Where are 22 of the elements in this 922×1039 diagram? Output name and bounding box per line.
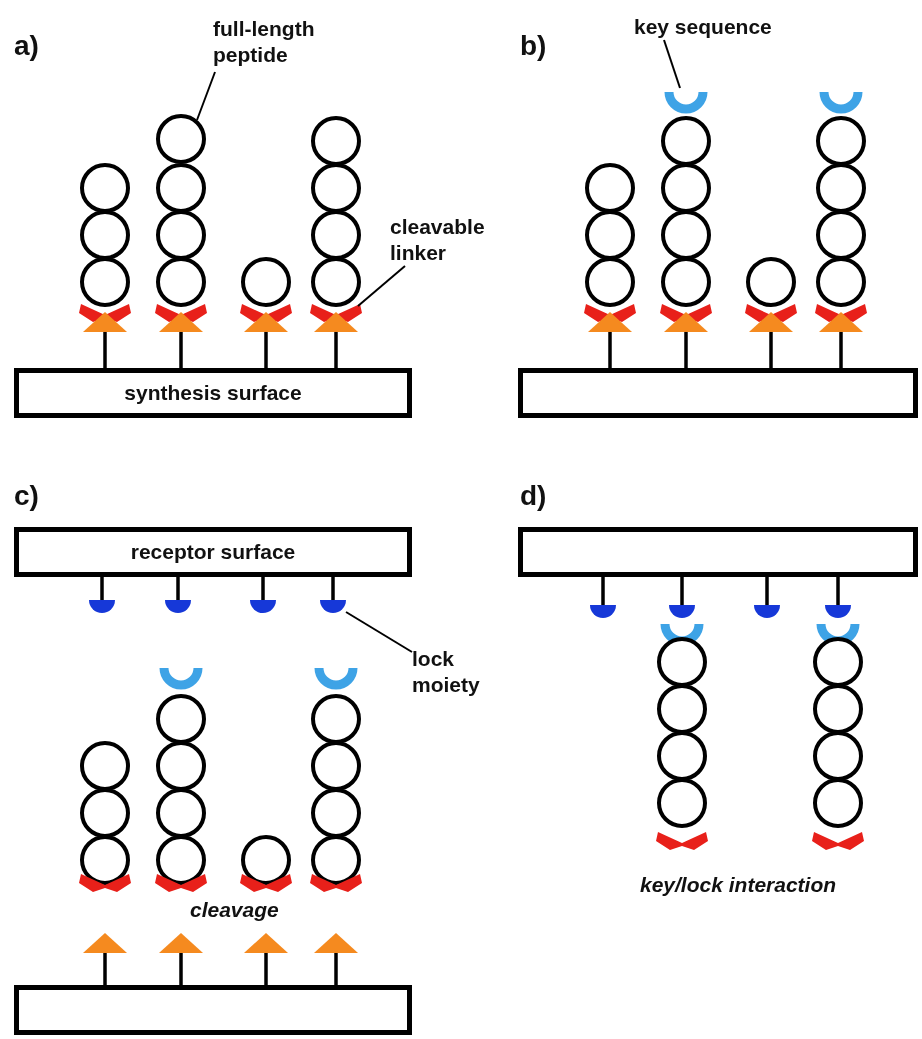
callout-label: cleavable linker [390,214,514,266]
surface-bar: receptor surface [14,527,412,577]
step-caption: cleavage [190,898,279,922]
panel-label: c) [14,480,39,512]
linker-mark [309,302,363,332]
surface-bar [518,527,918,577]
callout-label: key sequence [634,14,784,40]
panel-label: b) [520,30,547,62]
surface-bar [518,368,918,418]
leader-line [345,611,413,653]
panel-label: a) [14,30,39,62]
callout-label: full-length peptide [213,16,348,72]
leader-line [196,71,216,121]
step-caption: key/lock interaction [640,873,837,897]
callout-label: lock moiety [412,646,502,700]
leader-line [663,39,681,89]
leader-line [357,265,406,307]
surface-bar: synthesis surface [14,368,412,418]
surface-bar [14,985,412,1035]
panel-label: d) [520,480,547,512]
lock-cap [320,600,346,614]
peptide-bead [156,114,206,164]
